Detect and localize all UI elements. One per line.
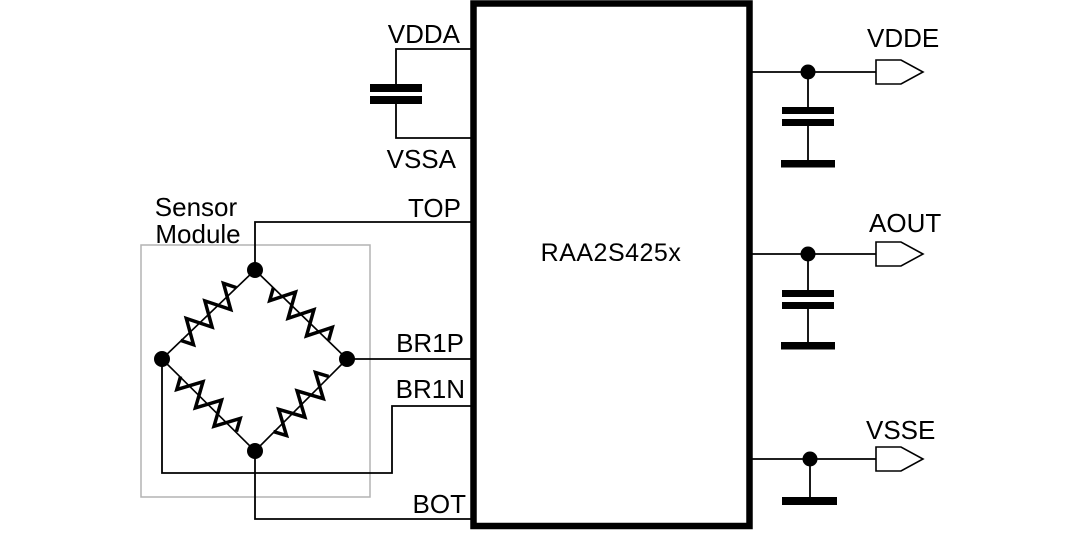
pin-label-aout: AOUT xyxy=(869,208,941,238)
pin-label-br1p: BR1P xyxy=(396,328,464,358)
wire-vdda xyxy=(395,48,474,84)
vdde-output-circuit xyxy=(749,59,925,168)
capacitor-aout-plate-bottom xyxy=(782,302,834,309)
pin-label-br1n: BR1N xyxy=(396,374,465,404)
wire-top xyxy=(254,221,474,270)
capacitor-vdde-plate-top xyxy=(782,107,834,114)
pin-label-vdda: VDDA xyxy=(388,19,461,49)
port-flag-aout xyxy=(875,241,925,267)
ground-symbol-vsse xyxy=(782,497,837,505)
vdda-vssa-capacitor-circuit xyxy=(370,48,474,139)
pin-label-bot: BOT xyxy=(413,489,467,519)
port-flag-vdde xyxy=(875,59,925,85)
resistor-top-left xyxy=(180,280,237,348)
resistor-bottom-right xyxy=(272,369,330,439)
resistor-bottom-left xyxy=(174,375,243,433)
ic-body xyxy=(470,0,753,530)
ic-label: RAA2S425x xyxy=(541,239,682,267)
sensor-module-title-line1: Sensor xyxy=(155,192,238,222)
capacitor-vdda-plate-bottom xyxy=(370,96,422,104)
ground-symbol-vdde xyxy=(781,160,835,168)
wheatstone-bridge xyxy=(154,262,355,459)
pin-label-vdde: VDDE xyxy=(867,23,939,53)
pin-label-vsse: VSSE xyxy=(866,415,935,445)
aout-output-circuit xyxy=(749,241,925,350)
wire-br1n xyxy=(161,359,474,474)
wire-bot xyxy=(254,451,474,520)
resistor-top-right xyxy=(267,287,335,341)
pin-label-top: TOP xyxy=(408,193,461,223)
pin-label-vssa: VSSA xyxy=(387,144,457,174)
port-flag-vsse xyxy=(875,446,925,472)
capacitor-aout-plate-top xyxy=(782,290,834,297)
wire-vssa xyxy=(395,104,474,139)
vsse-output-circuit xyxy=(749,446,925,505)
capacitor-vdde-plate-bottom xyxy=(782,119,834,126)
sensor-module-title-line2: Module xyxy=(155,219,240,249)
capacitor-vdda-plate-top xyxy=(370,84,422,92)
ground-symbol-aout xyxy=(781,342,835,350)
